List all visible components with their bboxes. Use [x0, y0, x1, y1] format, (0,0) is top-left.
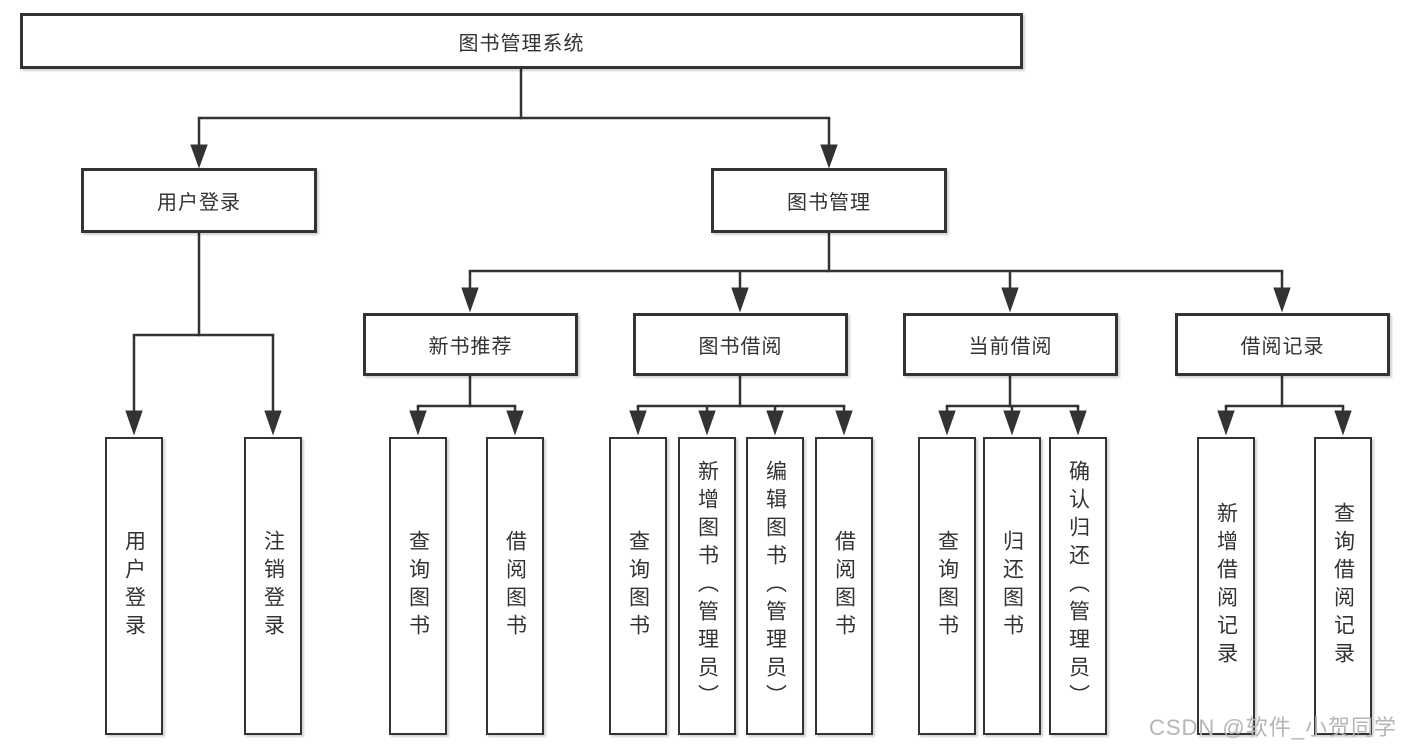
leaf-add-books-admin-label: 新增图书（管理员） — [695, 460, 719, 712]
leaf-add-books-admin: 新增图书（管理员） — [678, 437, 736, 735]
node-book-management: 图书管理 — [711, 168, 947, 233]
connector-borrow-to-leaves — [629, 376, 853, 436]
connector-user-login-to-leaves — [125, 233, 282, 436]
node-book-borrow: 图书借阅 — [633, 313, 848, 376]
leaf-edit-books-admin: 编辑图书（管理员） — [746, 437, 804, 735]
connector-root-to-branches — [190, 69, 838, 169]
leaf-confirm-return-admin: 确认归还（管理员） — [1049, 437, 1107, 735]
node-current-borrow: 当前借阅 — [903, 313, 1118, 376]
connector-records-to-leaves — [1217, 376, 1352, 436]
leaf-user-login: 用户登录 — [105, 437, 163, 735]
leaf-add-borrow-record: 新增借阅记录 — [1197, 437, 1255, 735]
leaf-current-query-books-label: 查询图书 — [935, 530, 959, 642]
leaf-recommend-query-books-label: 查询图书 — [406, 530, 430, 642]
leaf-add-borrow-record-label: 新增借阅记录 — [1214, 502, 1238, 670]
leaf-confirm-return-admin-label: 确认归还（管理员） — [1066, 460, 1090, 712]
node-user-login: 用户登录 — [81, 168, 317, 233]
leaf-recommend-borrow-books-label: 借阅图书 — [503, 530, 527, 642]
connector-book-management-to-groups — [461, 233, 1291, 313]
leaf-edit-books-admin-label: 编辑图书（管理员） — [763, 460, 787, 712]
leaf-logout-label: 注销登录 — [261, 530, 285, 642]
leaf-return-books-label: 归还图书 — [1000, 530, 1024, 642]
leaf-current-query-books: 查询图书 — [918, 437, 976, 735]
leaf-recommend-query-books: 查询图书 — [389, 437, 447, 735]
leaf-borrow-query-books-label: 查询图书 — [626, 530, 650, 642]
csdn-watermark: CSDN @软件_小贺同学 — [1148, 715, 1397, 740]
connector-current-to-leaves — [938, 376, 1087, 436]
node-new-book-recommend: 新书推荐 — [363, 313, 578, 376]
leaf-user-login-label: 用户登录 — [122, 530, 146, 642]
leaf-borrow-books-label: 借阅图书 — [832, 530, 856, 642]
leaf-return-books: 归还图书 — [983, 437, 1041, 735]
node-borrow-records: 借阅记录 — [1175, 313, 1390, 376]
leaf-recommend-borrow-books: 借阅图书 — [486, 437, 544, 735]
leaf-borrow-query-books: 查询图书 — [609, 437, 667, 735]
leaf-borrow-books: 借阅图书 — [815, 437, 873, 735]
leaf-logout: 注销登录 — [244, 437, 302, 735]
connector-recommend-to-leaves — [409, 376, 524, 436]
node-root-library-system: 图书管理系统 — [20, 13, 1023, 69]
leaf-query-borrow-record: 查询借阅记录 — [1314, 437, 1372, 735]
leaf-query-borrow-record-label: 查询借阅记录 — [1331, 502, 1355, 670]
